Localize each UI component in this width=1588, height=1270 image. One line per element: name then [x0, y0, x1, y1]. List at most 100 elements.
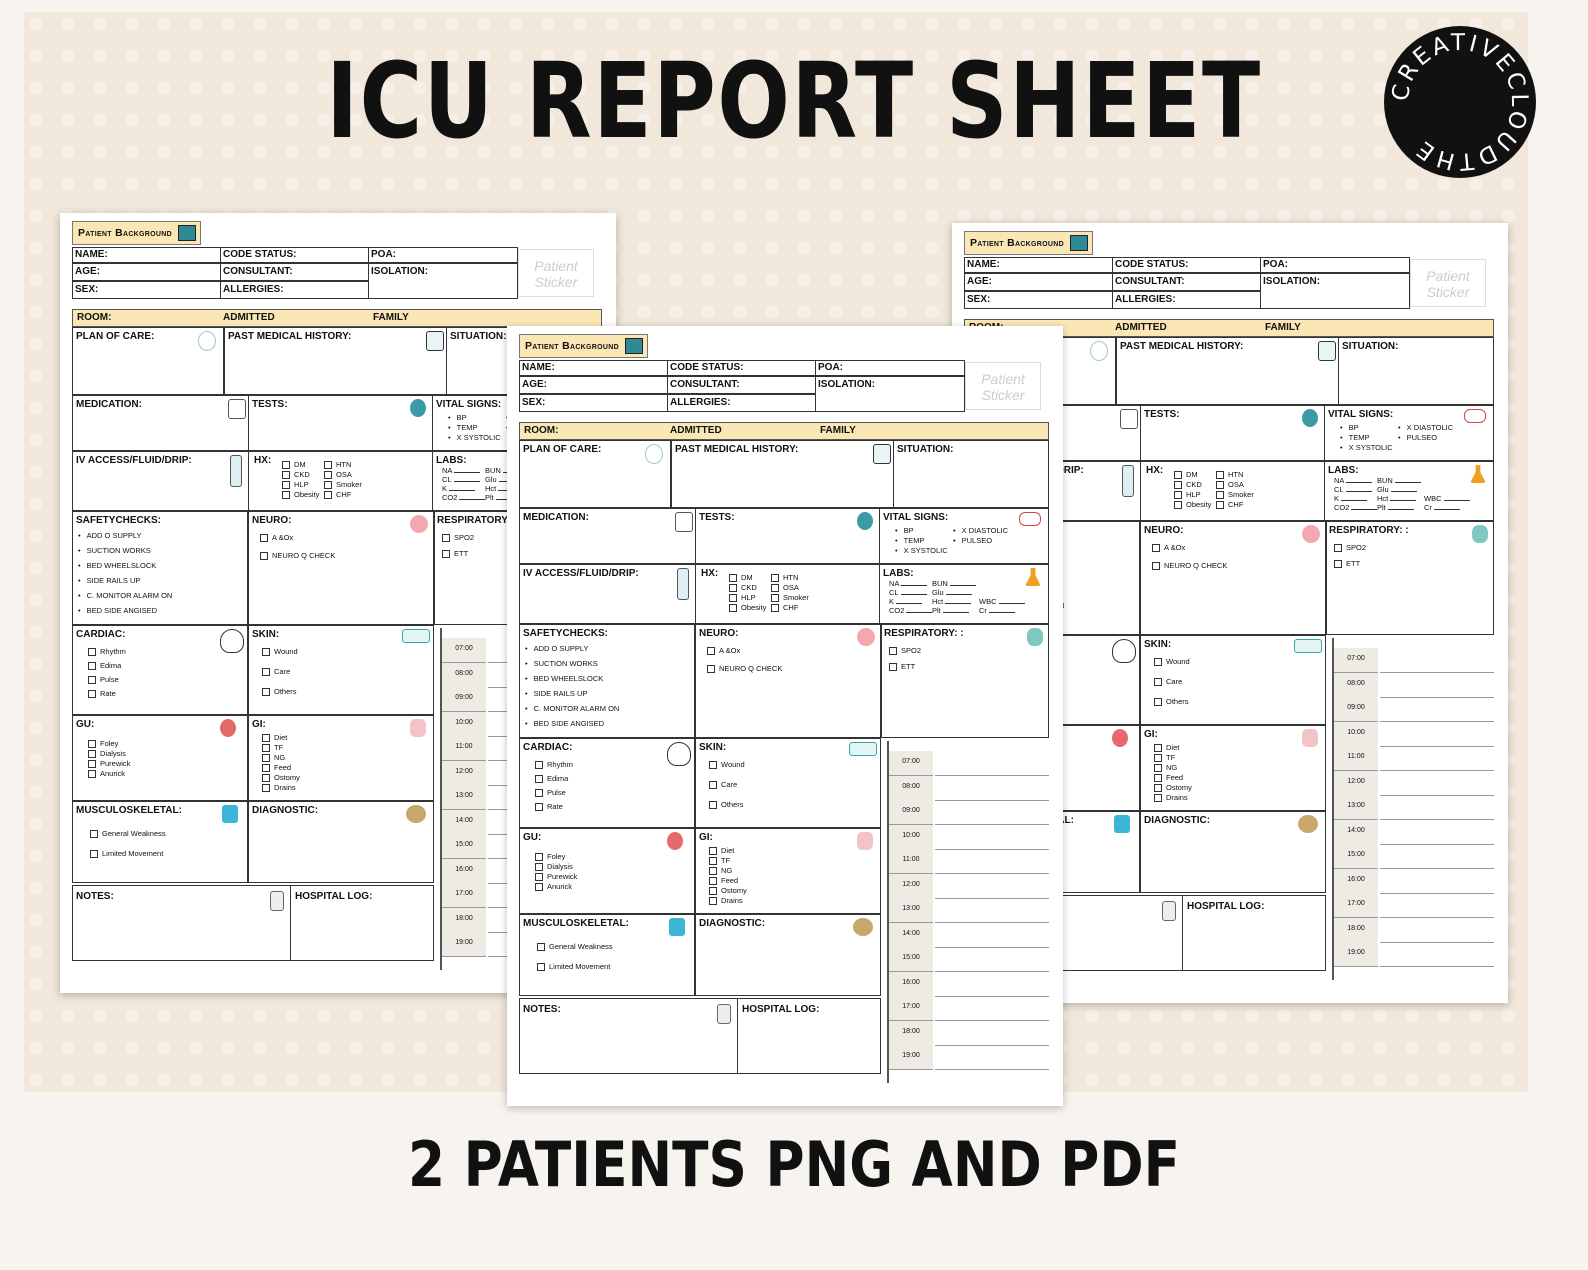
- checkbox-icon[interactable]: [1152, 562, 1160, 571]
- checkbox-icon[interactable]: [535, 863, 543, 872]
- neuro-checkbox[interactable]: A &Ox: [1152, 543, 1185, 553]
- lab-field[interactable]: Glu: [932, 588, 972, 597]
- cardiac-checkbox[interactable]: Rhythm: [88, 647, 126, 657]
- gi-checkbox[interactable]: Diet: [262, 733, 287, 743]
- checkbox-icon[interactable]: [1154, 784, 1162, 793]
- hx-checkbox[interactable]: DM: [282, 460, 306, 470]
- checkbox-icon[interactable]: [537, 963, 545, 972]
- checkbox-icon[interactable]: [282, 491, 290, 500]
- log-entry-line[interactable]: [935, 775, 1049, 776]
- hx-checkbox[interactable]: HTN: [771, 573, 798, 583]
- gi-checkbox[interactable]: Ostomy: [262, 773, 300, 783]
- gi-checkbox[interactable]: Ostomy: [1154, 783, 1192, 793]
- checkbox-icon[interactable]: [1152, 544, 1160, 553]
- skin-checkbox[interactable]: Care: [1154, 677, 1182, 687]
- hx-checkbox[interactable]: Obesity: [729, 603, 766, 613]
- gi-checkbox[interactable]: NG: [709, 866, 732, 876]
- checkbox-icon[interactable]: [1154, 744, 1162, 753]
- checkbox-icon[interactable]: [709, 781, 717, 790]
- checkbox-icon[interactable]: [1154, 794, 1162, 803]
- msk-checkbox[interactable]: Limited Movement: [90, 849, 163, 859]
- checkbox-icon[interactable]: [260, 534, 268, 543]
- checkbox-icon[interactable]: [709, 867, 717, 876]
- neuro-checkbox[interactable]: A &Ox: [260, 533, 293, 543]
- checkbox-icon[interactable]: [709, 761, 717, 770]
- checkbox-icon[interactable]: [324, 491, 332, 500]
- checkbox-icon[interactable]: [1334, 560, 1342, 569]
- respiratory-checkbox[interactable]: ETT: [889, 662, 915, 672]
- hx-checkbox[interactable]: OSA: [1216, 480, 1244, 490]
- respiratory-checkbox[interactable]: ETT: [1334, 559, 1360, 569]
- lab-field[interactable]: Plt: [932, 606, 969, 615]
- checkbox-icon[interactable]: [442, 534, 450, 543]
- log-entry-line[interactable]: [1380, 696, 1494, 698]
- gi-checkbox[interactable]: Diet: [1154, 743, 1179, 753]
- lab-field[interactable]: NA: [889, 579, 928, 588]
- hx-checkbox[interactable]: HLP: [729, 593, 756, 603]
- checkbox-icon[interactable]: [1174, 481, 1182, 490]
- gu-checkbox[interactable]: Anurick: [535, 882, 572, 892]
- cardiac-checkbox[interactable]: Rate: [88, 689, 116, 699]
- checkbox-icon[interactable]: [771, 574, 779, 583]
- checkbox-icon[interactable]: [1154, 754, 1162, 763]
- checkbox-icon[interactable]: [1154, 774, 1162, 783]
- checkbox-icon[interactable]: [262, 764, 270, 773]
- checkbox-icon[interactable]: [1154, 698, 1162, 707]
- checkbox-icon[interactable]: [729, 584, 737, 593]
- checkbox-icon[interactable]: [1154, 764, 1162, 773]
- log-entry-line[interactable]: [935, 897, 1049, 899]
- hx-checkbox[interactable]: DM: [729, 573, 753, 583]
- hx-checkbox[interactable]: Smoker: [771, 593, 809, 603]
- skin-checkbox[interactable]: Others: [1154, 697, 1189, 707]
- log-entry-line[interactable]: [1380, 917, 1494, 918]
- checkbox-icon[interactable]: [889, 663, 897, 672]
- checkbox-icon[interactable]: [442, 550, 450, 559]
- hx-checkbox[interactable]: HTN: [324, 460, 351, 470]
- checkbox-icon[interactable]: [535, 761, 543, 770]
- gi-checkbox[interactable]: Drains: [262, 783, 296, 793]
- log-entry-line[interactable]: [1380, 966, 1494, 967]
- checkbox-icon[interactable]: [707, 647, 715, 656]
- lab-field[interactable]: NA: [1334, 476, 1373, 485]
- gi-checkbox[interactable]: Feed: [1154, 773, 1183, 783]
- lab-field[interactable]: K: [442, 484, 476, 493]
- lab-field[interactable]: Glu: [1377, 485, 1417, 494]
- hx-checkbox[interactable]: CHF: [771, 603, 798, 613]
- checkbox-icon[interactable]: [707, 665, 715, 674]
- log-entry-line[interactable]: [1380, 721, 1494, 722]
- log-entry-line[interactable]: [1380, 941, 1494, 943]
- checkbox-icon[interactable]: [262, 754, 270, 763]
- skin-checkbox[interactable]: Wound: [262, 647, 298, 657]
- log-entry-line[interactable]: [1380, 868, 1494, 869]
- gu-checkbox[interactable]: Anurick: [88, 769, 125, 779]
- hx-checkbox[interactable]: CHF: [1216, 500, 1243, 510]
- checkbox-icon[interactable]: [88, 690, 96, 699]
- gu-checkbox[interactable]: Foley: [535, 852, 565, 862]
- gu-checkbox[interactable]: Purewick: [535, 872, 577, 882]
- checkbox-icon[interactable]: [282, 481, 290, 490]
- checkbox-icon[interactable]: [262, 668, 270, 677]
- lab-field[interactable]: Hct: [932, 597, 972, 606]
- lab-field[interactable]: Hct: [1377, 494, 1417, 503]
- checkbox-icon[interactable]: [535, 883, 543, 892]
- lab-field[interactable]: CL: [442, 475, 480, 484]
- checkbox-icon[interactable]: [262, 744, 270, 753]
- checkbox-icon[interactable]: [1154, 658, 1162, 667]
- lab-field[interactable]: CO2: [1334, 503, 1378, 512]
- gi-checkbox[interactable]: TF: [709, 856, 730, 866]
- checkbox-icon[interactable]: [709, 857, 717, 866]
- log-entry-line[interactable]: [935, 1020, 1049, 1021]
- gi-checkbox[interactable]: TF: [1154, 753, 1175, 763]
- hx-checkbox[interactable]: CHF: [324, 490, 351, 500]
- log-entry-line[interactable]: [935, 971, 1049, 972]
- log-entry-line[interactable]: [935, 995, 1049, 997]
- cardiac-checkbox[interactable]: Rhythm: [535, 760, 573, 770]
- checkbox-icon[interactable]: [1174, 491, 1182, 500]
- log-entry-line[interactable]: [935, 824, 1049, 825]
- gi-checkbox[interactable]: TF: [262, 743, 283, 753]
- log-entry-line[interactable]: [935, 1044, 1049, 1046]
- cardiac-checkbox[interactable]: Pulse: [535, 788, 566, 798]
- respiratory-checkbox[interactable]: ETT: [442, 549, 468, 559]
- hx-checkbox[interactable]: OSA: [771, 583, 799, 593]
- hx-checkbox[interactable]: DM: [1174, 470, 1198, 480]
